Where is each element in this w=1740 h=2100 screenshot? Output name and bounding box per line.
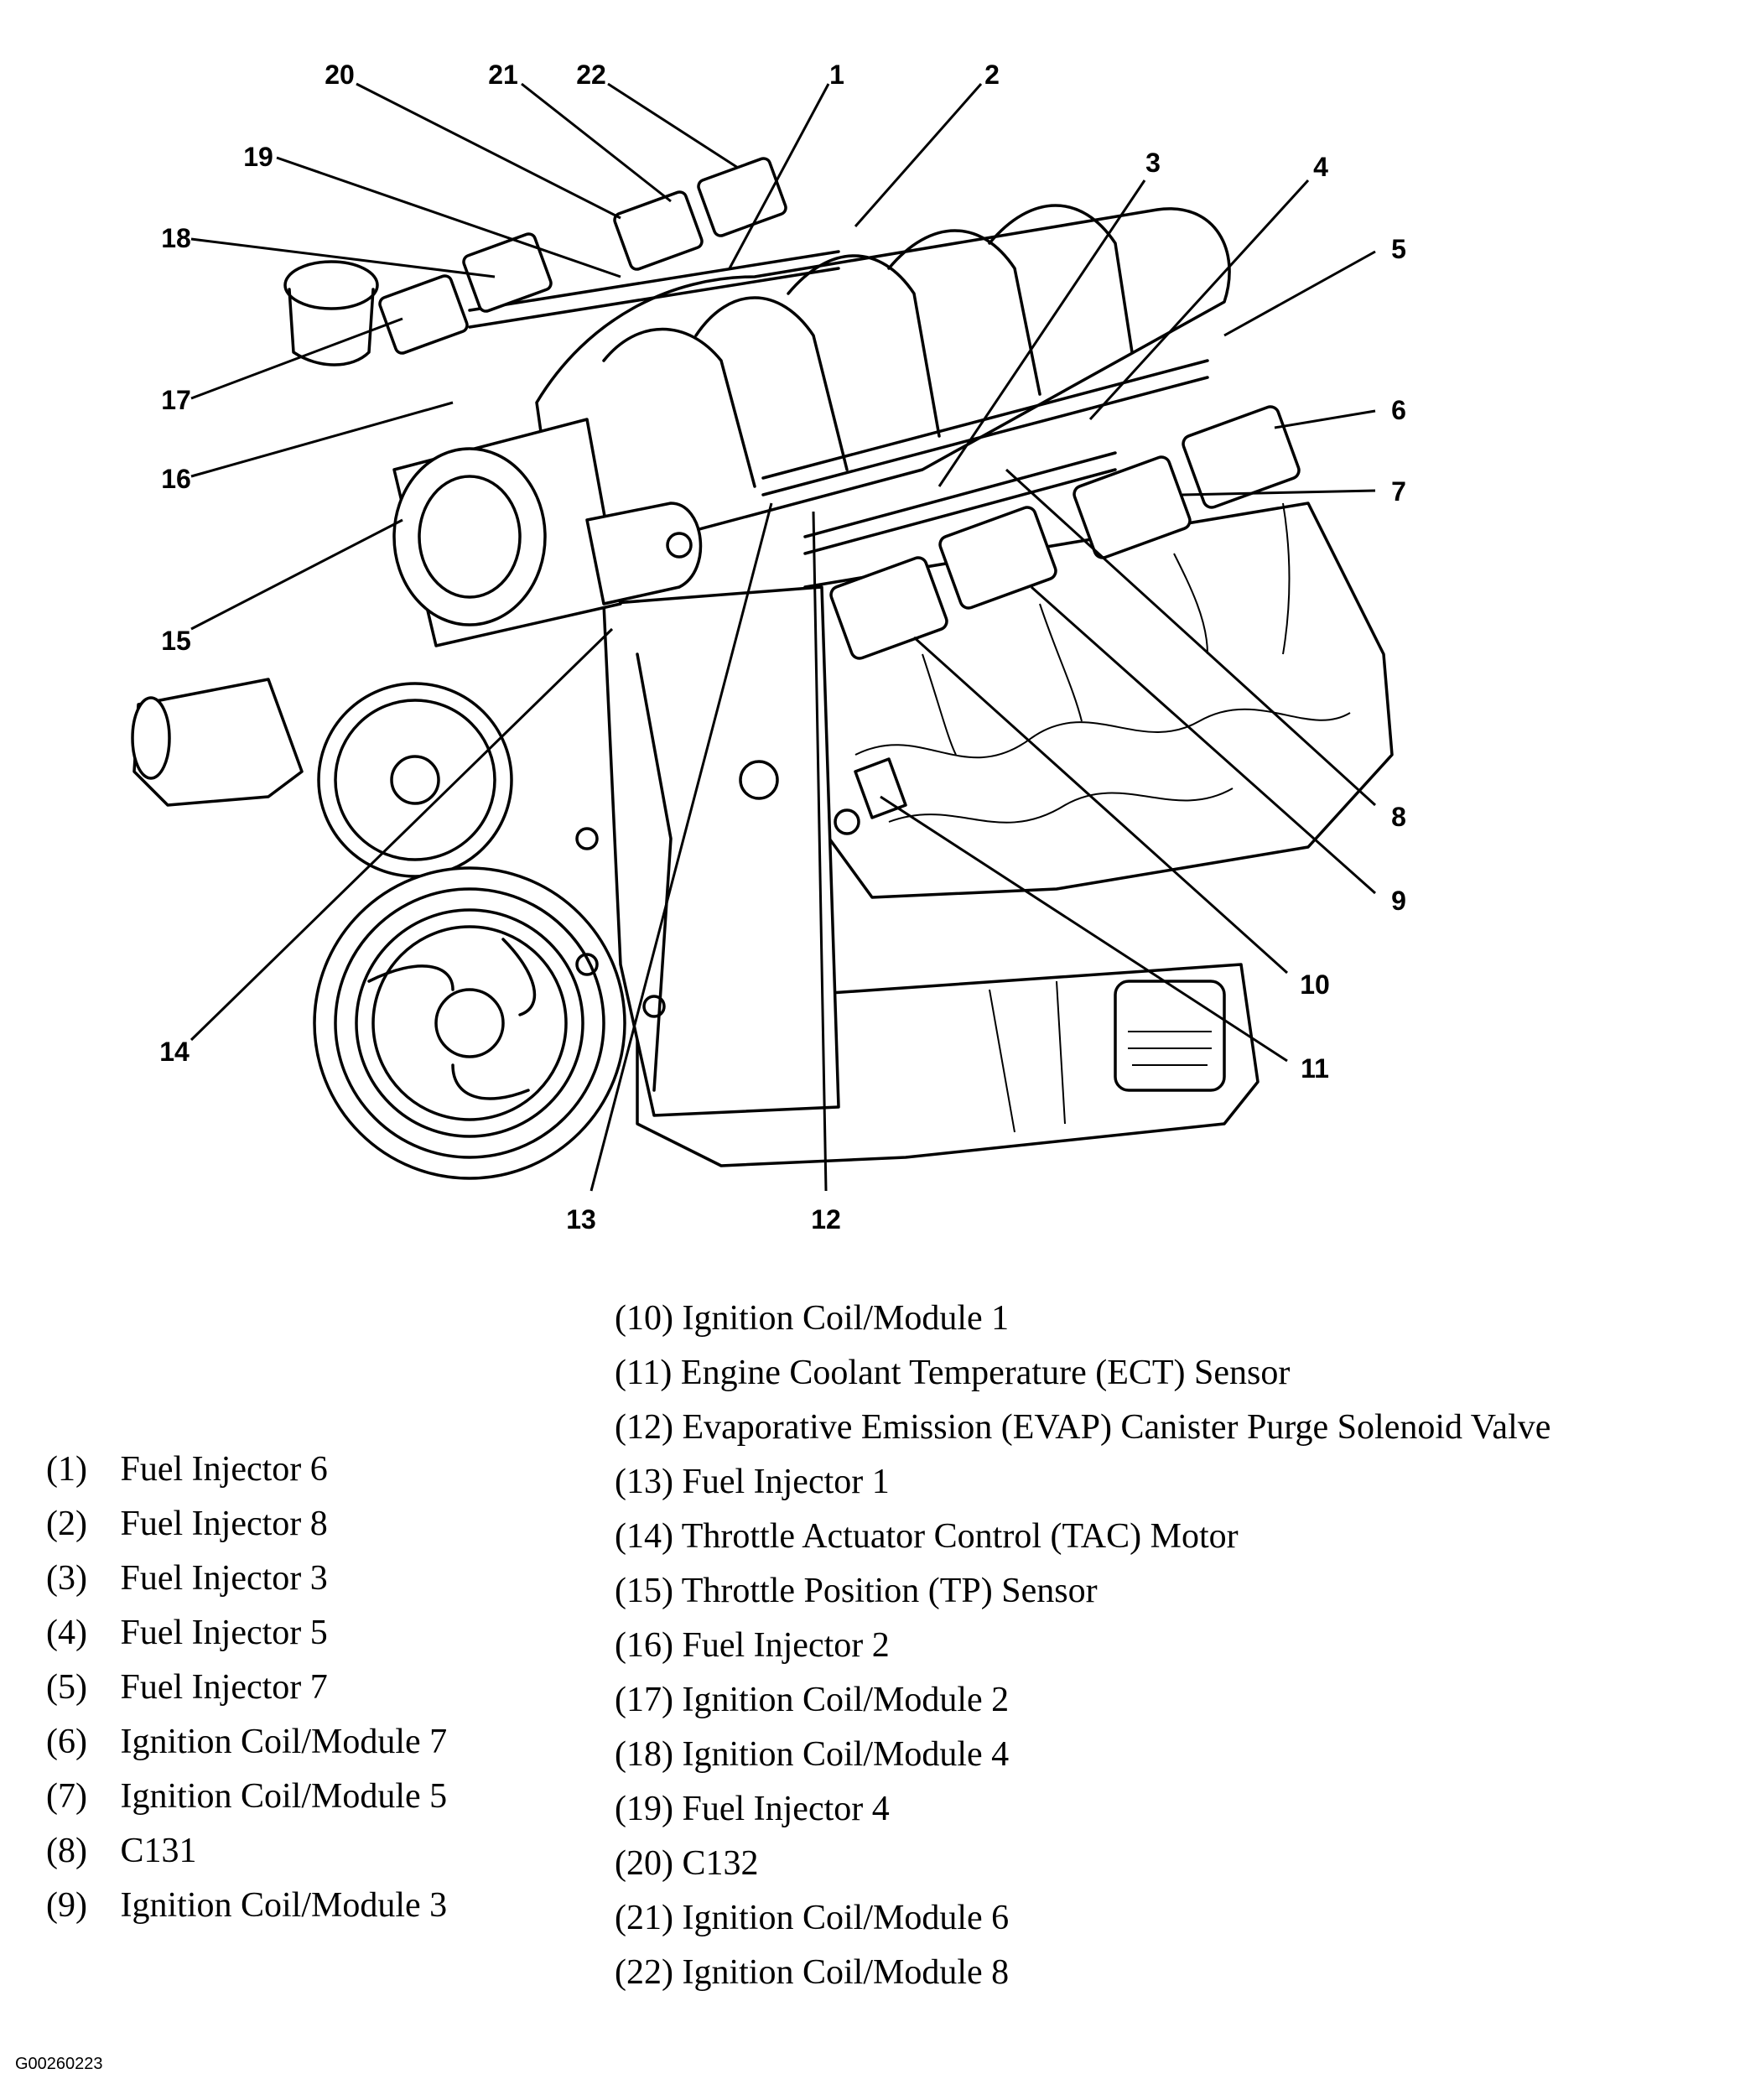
callout-5: 5 [1391,234,1406,264]
figure-id: G00260223 [15,2055,103,2073]
callout-7: 7 [1391,476,1406,507]
legend-item: (5) Fuel Injector 7 [46,1661,447,1715]
legend-label: Evaporative Emission (EVAP) Canister Pur… [682,1408,1551,1447]
callout-12: 12 [811,1204,841,1235]
legend-item: (4) Fuel Injector 5 [46,1606,447,1661]
legend-number: (12) [615,1408,673,1447]
legend-number: (3) [46,1559,87,1598]
legend-label: Fuel Injector 7 [120,1668,328,1707]
legend-item: (15) Throttle Position (TP) Sensor [615,1564,1550,1619]
legend-label: Fuel Injector 3 [120,1559,328,1598]
legend-number: (7) [46,1777,87,1816]
legend-item: (18) Ignition Coil/Module 4 [615,1728,1550,1782]
legend-item: (14) Throttle Actuator Control (TAC) Mot… [615,1510,1550,1564]
legend-number: (22) [615,1953,673,1992]
callout-15: 15 [161,626,191,656]
legend-item: (2) Fuel Injector 8 [46,1497,447,1552]
legend-item: (9) Ignition Coil/Module 3 [46,1879,447,1933]
legend-label: C131 [120,1832,197,1870]
callout-6: 6 [1391,395,1406,425]
legend-number: (17) [615,1681,673,1719]
legend-item: (3) Fuel Injector 3 [46,1552,447,1606]
legend-number: (20) [615,1844,673,1883]
legend-item: (11) Engine Coolant Temperature (ECT) Se… [615,1346,1550,1401]
callout-3: 3 [1145,148,1161,178]
legend-label: Ignition Coil/Module 7 [120,1723,448,1761]
callout-14: 14 [159,1037,190,1067]
callout-22: 22 [576,60,606,90]
legend-number: (4) [46,1614,87,1652]
legend-left: (1) Fuel Injector 6(2) Fuel Injector 8(3… [46,1442,447,1933]
legend-item: (8) C131 [46,1824,447,1879]
legend-number: (16) [615,1626,673,1665]
legend-number: (8) [46,1832,87,1870]
legend-right: (10) Ignition Coil/Module 1(11) Engine C… [615,1292,1550,2000]
legend-item: (17) Ignition Coil/Module 2 [615,1673,1550,1728]
callout-21: 21 [488,60,518,90]
legend-label: Ignition Coil/Module 8 [682,1953,1010,1992]
legend-item: (12) Evaporative Emission (EVAP) Caniste… [615,1401,1550,1455]
callout-4: 4 [1313,152,1328,182]
callout-20: 20 [325,60,355,90]
legend-label: Ignition Coil/Module 2 [682,1681,1010,1719]
legend-item: (21) Ignition Coil/Module 6 [615,1891,1550,1946]
callout-13: 13 [566,1204,596,1235]
legend-number: (18) [615,1735,673,1774]
legend-label: Ignition Coil/Module 4 [682,1735,1010,1774]
legend-item: (10) Ignition Coil/Module 1 [615,1292,1550,1346]
callout-17: 17 [161,385,191,415]
legend-item: (7) Ignition Coil/Module 5 [46,1770,447,1824]
legend-label: Engine Coolant Temperature (ECT) Sensor [680,1354,1291,1392]
legend-label: Throttle Actuator Control (TAC) Motor [681,1517,1239,1556]
legend-item: (6) Ignition Coil/Module 7 [46,1715,447,1770]
legend-label: Fuel Injector 5 [120,1614,328,1652]
legend-label: Ignition Coil/Module 1 [682,1299,1010,1338]
legend-number: (5) [46,1668,87,1707]
legend-number: (9) [46,1886,87,1925]
callout-10: 10 [1300,969,1330,1000]
legend-label: Fuel Injector 6 [120,1450,328,1489]
legend-label: Ignition Coil/Module 5 [120,1777,448,1816]
legend-label: Throttle Position (TP) Sensor [681,1572,1098,1610]
callout-16: 16 [161,464,191,494]
callout-9: 9 [1391,886,1406,916]
legend-number: (14) [615,1517,673,1556]
callout-8: 8 [1391,802,1406,832]
callout-19: 19 [243,142,273,172]
legend-number: (21) [615,1899,673,1937]
leader-lines [190,82,1377,1192]
legend-label: C132 [682,1844,759,1883]
legend-number: (11) [615,1354,673,1392]
legend-number: (2) [46,1505,87,1543]
legend-number: (13) [615,1463,673,1501]
legend-number: (10) [615,1299,673,1338]
legend-number: (6) [46,1723,87,1761]
legend-label: Ignition Coil/Module 3 [120,1886,448,1925]
callout-2: 2 [984,60,1000,90]
callout-1: 1 [829,60,844,90]
legend-label: Fuel Injector 1 [682,1463,890,1501]
legend-number: (19) [615,1790,673,1828]
callout-labels: 1 2 3 4 5 6 7 8 9 10 11 12 13 14 15 16 1… [159,60,1406,1235]
legend-item: (19) Fuel Injector 4 [615,1782,1550,1837]
callout-11: 11 [1301,1053,1329,1084]
legend-item: (13) Fuel Injector 1 [615,1455,1550,1510]
legend-item: (22) Ignition Coil/Module 8 [615,1946,1550,2000]
legend-item: (20) C132 [615,1837,1550,1891]
legend-number: (15) [615,1572,673,1610]
engine-illustration [131,157,1394,1180]
legend-label: Fuel Injector 2 [682,1626,890,1665]
legend-item: (16) Fuel Injector 2 [615,1619,1550,1673]
legend-label: Fuel Injector 4 [682,1790,890,1828]
legend-label: Fuel Injector 8 [120,1505,328,1543]
legend-number: (1) [46,1450,87,1489]
legend-item: (1) Fuel Injector 6 [46,1442,447,1497]
callout-18: 18 [161,223,191,253]
legend-label: Ignition Coil/Module 6 [682,1899,1010,1937]
